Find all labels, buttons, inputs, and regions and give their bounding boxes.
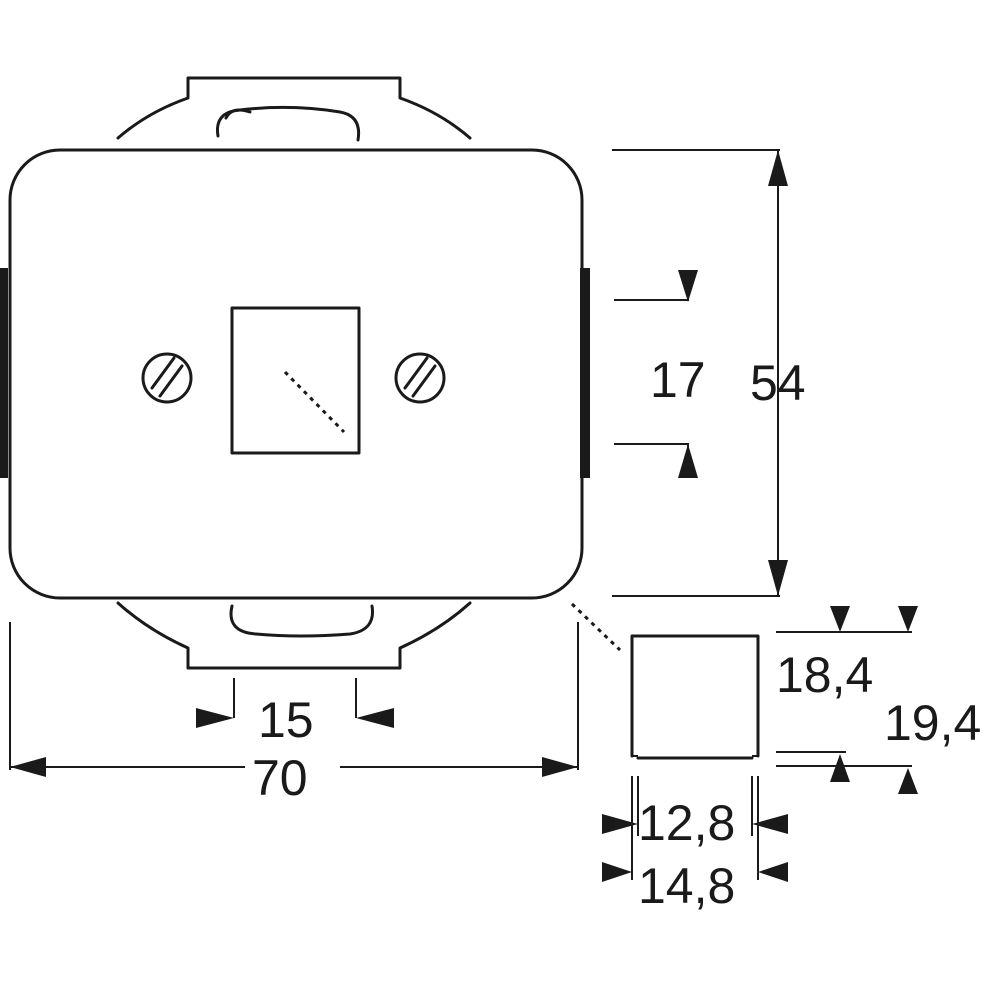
top-slot — [215, 105, 361, 142]
dim-overall-width — [9, 622, 579, 777]
label-12-8: 12,8 — [638, 795, 735, 851]
dim-socket-height — [776, 606, 918, 794]
plate-body — [8, 148, 584, 600]
dim-bottom-span — [196, 678, 394, 728]
label-70: 70 — [252, 750, 308, 806]
socket-opening — [230, 306, 361, 455]
label-19-4: 19,4 — [884, 695, 981, 751]
section-line — [283, 370, 346, 434]
label-14-8: 14,8 — [638, 858, 735, 914]
left-screw-icon — [141, 352, 193, 404]
label-15: 15 — [258, 692, 314, 748]
right-screw-icon — [394, 352, 446, 404]
socket-insert — [630, 634, 760, 760]
arrow-up — [768, 150, 788, 186]
label-17: 17 — [650, 352, 706, 408]
bottom-mounting-tab — [116, 601, 472, 670]
cover-plate — [0, 76, 590, 670]
arrow-down — [768, 560, 788, 596]
right-edge-bar — [580, 268, 590, 478]
bottom-slot — [229, 604, 375, 638]
dim-overall-height — [612, 149, 788, 597]
detail-leader — [570, 602, 622, 652]
left-edge-bar — [0, 268, 8, 478]
top-mounting-tab — [116, 76, 472, 140]
label-18-4: 18,4 — [776, 647, 873, 703]
dim-socket-width — [602, 776, 788, 882]
dim-opening-height — [614, 270, 698, 478]
label-54: 54 — [750, 355, 806, 411]
